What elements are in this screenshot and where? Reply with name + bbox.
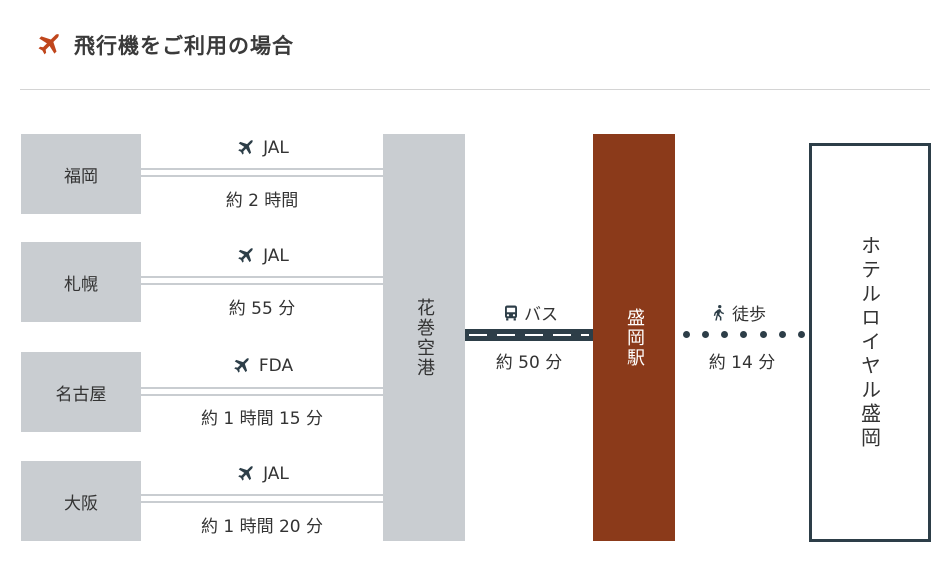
station-box: 盛岡駅 — [593, 134, 675, 541]
origin-city: 名古屋 — [21, 352, 141, 432]
airport-name: 花巻空港 — [414, 297, 435, 378]
city-label: 札幌 — [64, 274, 98, 295]
airplane-icon — [238, 466, 253, 481]
airline-name: JAL — [263, 246, 289, 266]
flight-duration: 約 1 時間 15 分 — [200, 409, 324, 429]
walk-path — [683, 331, 805, 339]
flight-route-line — [141, 387, 383, 396]
flight-route-line — [141, 494, 383, 503]
city-label: 名古屋 — [55, 384, 107, 405]
airline-label: JAL — [141, 246, 383, 266]
page-title: 飛行機をご利用の場合 — [74, 34, 294, 58]
bus-road — [465, 329, 593, 341]
hotel-box: ホテルロイヤル盛岡 — [809, 143, 931, 542]
flight-route-line — [141, 168, 383, 177]
bus-icon — [505, 305, 517, 320]
bus-label: バス — [502, 300, 558, 325]
airline-name: JAL — [263, 464, 289, 484]
flight-duration: 約 2 時間 — [225, 191, 299, 211]
airline-label: JAL — [141, 464, 383, 484]
walk-duration: 約 14 分 — [708, 353, 776, 373]
airplane-icon — [238, 140, 253, 155]
airline-name: JAL — [263, 138, 289, 158]
divider — [20, 89, 930, 90]
airline-label: FDA — [141, 356, 383, 376]
station-name: 盛岡駅 — [624, 307, 645, 368]
city-label: 大阪 — [64, 493, 98, 514]
section-header: 飛行機をご利用の場合 — [34, 30, 294, 60]
airline-label: JAL — [141, 138, 383, 158]
airline-name: FDA — [258, 356, 294, 376]
airport-box: 花巻空港 — [383, 134, 465, 541]
flight-route-line — [141, 276, 383, 285]
walking-icon — [713, 304, 725, 320]
bus-text: バス — [524, 305, 558, 325]
airplane-icon — [238, 248, 253, 263]
bus-duration: 約 50 分 — [495, 353, 563, 373]
flight-duration: 約 55 分 — [228, 299, 296, 319]
city-label: 福岡 — [64, 166, 98, 187]
origin-city: 札幌 — [21, 242, 141, 322]
origin-city: 大阪 — [21, 461, 141, 541]
walk-label: 徒歩 — [710, 300, 766, 325]
walk-text: 徒歩 — [732, 305, 766, 325]
hotel-name: ホテルロイヤル盛岡 — [857, 234, 882, 451]
airplane-icon — [234, 358, 249, 373]
flight-duration: 約 1 時間 20 分 — [200, 517, 324, 537]
airplane-icon — [38, 33, 60, 55]
origin-city: 福岡 — [21, 134, 141, 214]
